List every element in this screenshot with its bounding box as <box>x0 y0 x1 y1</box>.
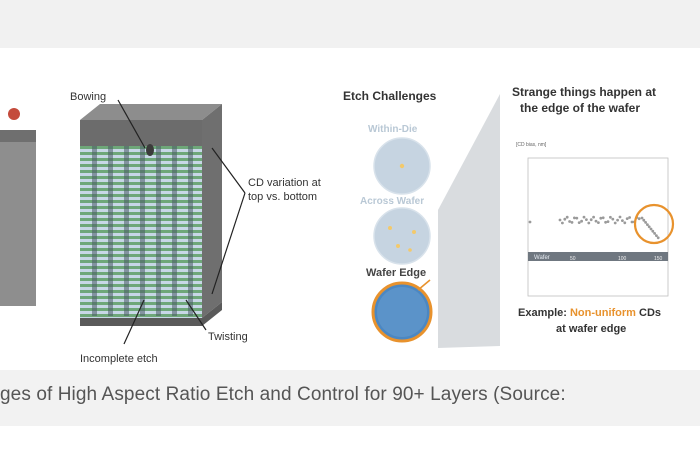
label-within-die: Within-Die <box>368 124 418 135</box>
caption-bar: ges of High Aspect Ratio Etch and Contro… <box>0 370 700 426</box>
label-across-wafer: Across Wafer <box>360 196 424 207</box>
stack-annotations: Bowing CD variation at top vs. bottom Tw… <box>70 91 321 365</box>
wafer-bar-label: Wafer <box>534 255 550 261</box>
example-line1: Example: Non-uniform CDs <box>518 307 661 319</box>
label-twisting: Twisting <box>208 331 248 343</box>
wafer-bar <box>528 252 668 261</box>
etch-challenges-figure: Bowing CD variation at top vs. bottom Tw… <box>0 48 700 370</box>
tick-50: 50 <box>570 256 576 262</box>
layered-stack <box>80 104 222 326</box>
example-line2: at wafer edge <box>556 323 626 335</box>
label-cd-variation-line2: top vs. bottom <box>248 191 317 203</box>
etch-challenges-column: Etch Challenges Within-Die Across Wafer … <box>343 89 437 343</box>
zoom-wedge <box>438 94 500 348</box>
figure-svg: Bowing CD variation at top vs. bottom Tw… <box>0 85 688 365</box>
tick-150: 150 <box>654 256 663 262</box>
panel-title-line1: Strange things happen at <box>512 85 656 99</box>
label-bowing: Bowing <box>70 91 106 103</box>
label-incomplete-etch: Incomplete etch <box>80 353 158 365</box>
cd-bias-points <box>528 215 660 240</box>
etch-challenges-title: Etch Challenges <box>343 89 437 103</box>
partial-stack-left <box>0 108 36 306</box>
bottom-page-strip <box>0 426 700 466</box>
label-cd-variation-line1: CD variation at <box>248 177 321 189</box>
top-page-strip <box>0 0 700 48</box>
wafer-across-icon <box>373 207 431 265</box>
tick-100: 100 <box>618 256 627 262</box>
plot-area <box>527 157 669 297</box>
panel-title-line2: the edge of the wafer <box>520 101 640 115</box>
wafer-edge-panel: Strange things happen at the edge of the… <box>502 85 688 336</box>
edge-highlight-icon <box>633 203 675 245</box>
axis-label: [CD bias, nm] <box>516 142 547 148</box>
figure-caption: ges of High Aspect Ratio Etch and Contro… <box>0 384 566 405</box>
sphere-icon <box>8 108 20 120</box>
label-wafer-edge: Wafer Edge <box>366 267 426 279</box>
